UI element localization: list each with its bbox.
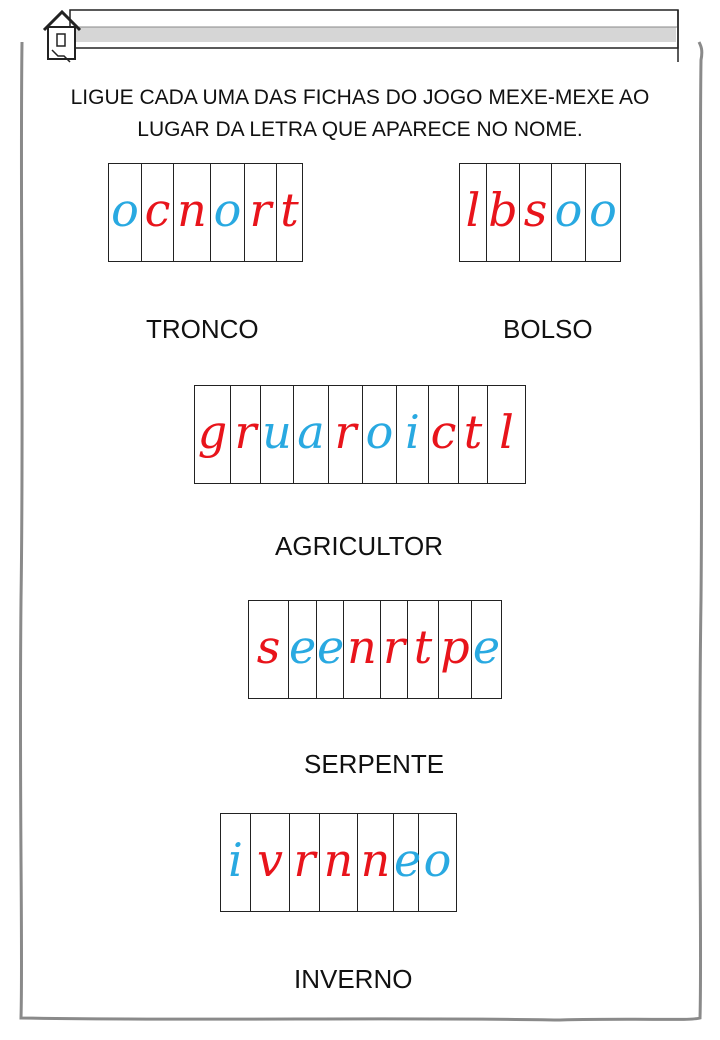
- instructions: LIGUE CADA UMA DAS FICHAS DO JOGO MEXE-M…: [40, 82, 680, 146]
- letter-tile[interactable]: l: [460, 164, 487, 261]
- tile-letter: n: [347, 620, 377, 674]
- tile-letter: o: [589, 183, 617, 237]
- tile-letter: p: [440, 620, 470, 674]
- tile-letter: l: [499, 405, 514, 459]
- letter-tile[interactable]: t: [459, 386, 488, 483]
- letter-tile[interactable]: g: [195, 386, 231, 483]
- word-agricultor: AGRICULTOR: [275, 531, 444, 561]
- word-inverno: INVERNO: [294, 964, 413, 994]
- letter-tile[interactable]: r: [381, 601, 408, 698]
- tile-letter: i: [228, 833, 243, 887]
- tile-letter: r: [293, 833, 316, 887]
- tile-letter: o: [111, 183, 139, 237]
- letter-tile[interactable]: i: [221, 814, 251, 911]
- tile-letter: t: [463, 405, 483, 459]
- instructions-line-2: LUGAR DA LETRA QUE APARECE NO NOME.: [137, 118, 583, 141]
- letter-tile[interactable]: n: [174, 164, 211, 261]
- tile-letter: n: [323, 833, 354, 887]
- letter-tile[interactable]: e: [394, 814, 422, 911]
- letter-tile[interactable]: e: [317, 601, 344, 698]
- tile-letter: v: [257, 833, 283, 887]
- letter-tile[interactable]: e: [472, 601, 502, 698]
- letter-tile[interactable]: s: [520, 164, 552, 261]
- house-icon: [42, 9, 82, 63]
- letter-tile[interactable]: u: [261, 386, 294, 483]
- tile-letter: o: [554, 183, 583, 237]
- tile-letter: t: [280, 183, 299, 237]
- tile-letter: g: [197, 405, 228, 459]
- letter-tile[interactable]: o: [211, 164, 245, 261]
- letter-tile[interactable]: t: [408, 601, 439, 698]
- letter-tile[interactable]: n: [358, 814, 394, 911]
- letter-tile[interactable]: c: [142, 164, 174, 261]
- tile-letter: t: [413, 620, 433, 674]
- tile-letter: u: [262, 405, 292, 459]
- letter-tile[interactable]: r: [245, 164, 277, 261]
- letter-tile[interactable]: o: [586, 164, 621, 261]
- tile-letter: o: [213, 183, 242, 237]
- letter-tile[interactable]: i: [397, 386, 429, 483]
- tile-letter: r: [334, 405, 357, 459]
- tile-letter: e: [394, 833, 422, 887]
- tile-letter: r: [383, 620, 405, 674]
- word-bolso: BOLSO: [503, 314, 593, 344]
- tile-letter: i: [405, 405, 420, 459]
- tile-letter: n: [177, 183, 207, 237]
- letter-tile[interactable]: o: [109, 164, 142, 261]
- tile-letter: c: [144, 183, 171, 237]
- tile-letter: a: [297, 405, 325, 459]
- tile-letter: s: [523, 183, 548, 237]
- letter-tile[interactable]: o: [419, 814, 457, 911]
- tile-letter: s: [256, 620, 281, 674]
- letter-tile[interactable]: b: [487, 164, 520, 261]
- letter-tile[interactable]: l: [488, 386, 526, 483]
- letter-tile[interactable]: o: [363, 386, 397, 483]
- tile-letter: l: [465, 183, 481, 237]
- letter-tile[interactable]: n: [344, 601, 381, 698]
- letter-tile[interactable]: r: [329, 386, 363, 483]
- letter-tile[interactable]: s: [249, 601, 289, 698]
- letter-tile[interactable]: r: [231, 386, 261, 483]
- tile-letter: o: [423, 833, 452, 887]
- tile-letter: n: [360, 833, 391, 887]
- letter-tile[interactable]: t: [277, 164, 303, 261]
- letter-tile[interactable]: p: [439, 601, 472, 698]
- tile-letter: c: [430, 405, 457, 459]
- letter-tile[interactable]: a: [294, 386, 329, 483]
- tile-letter: e: [317, 620, 345, 674]
- tile-letter: e: [472, 620, 501, 674]
- letter-tile[interactable]: v: [251, 814, 290, 911]
- word-tronco: TRONCO: [146, 314, 259, 344]
- header-strip: [69, 9, 679, 62]
- letter-tile[interactable]: r: [290, 814, 320, 911]
- letter-tile[interactable]: e: [289, 601, 317, 698]
- letter-tile[interactable]: o: [552, 164, 586, 261]
- tile-letter: b: [488, 183, 518, 237]
- instructions-line-1: LIGUE CADA UMA DAS FICHAS DO JOGO MEXE-M…: [70, 86, 650, 109]
- letter-tile[interactable]: c: [429, 386, 459, 483]
- tile-letter: o: [365, 405, 394, 459]
- tile-letter: e: [289, 620, 317, 674]
- letter-tile[interactable]: n: [320, 814, 358, 911]
- page-border: [18, 41, 704, 1022]
- tile-letter: r: [249, 183, 272, 237]
- tile-letter: r: [234, 405, 257, 459]
- word-serpente: SERPENTE: [304, 749, 445, 779]
